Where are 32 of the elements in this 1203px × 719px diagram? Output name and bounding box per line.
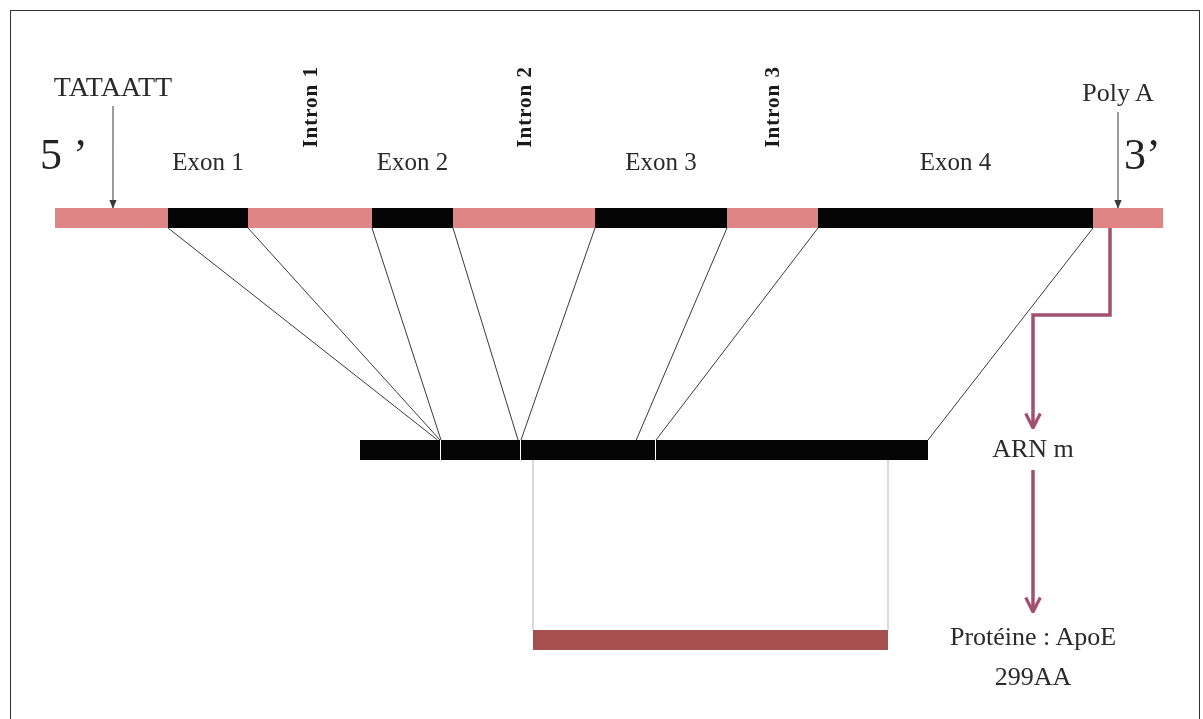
connector-line	[887, 459, 889, 631]
mrna-segment	[656, 440, 928, 460]
protein-bar	[533, 630, 888, 650]
mrna-label: ARN m	[973, 428, 1093, 470]
strand-end-label: 3’	[1124, 133, 1161, 177]
connector-line	[452, 227, 519, 441]
connector-line	[927, 227, 1094, 441]
sequence-label: TATAATT	[38, 68, 188, 106]
protein-label: Protéine : ApoE 299AA	[913, 612, 1153, 702]
arrow	[1024, 228, 1112, 430]
connector-line	[532, 459, 534, 631]
utr-bar	[1093, 208, 1163, 228]
strand-end-label: 5 ’	[40, 133, 88, 177]
mrna-segment	[521, 440, 655, 460]
arrow	[1114, 111, 1122, 209]
site-label: Poly A	[1063, 74, 1173, 112]
intron-label: Intron 2	[511, 66, 537, 148]
intron-label: Intron 1	[297, 66, 323, 148]
arrow	[109, 105, 117, 209]
connector-line	[167, 227, 439, 441]
utr-bar	[55, 208, 168, 228]
exon-label: Exon 2	[376, 148, 449, 176]
connector-line	[655, 227, 819, 441]
arrow	[1024, 470, 1042, 614]
exon-label: Exon 3	[625, 148, 697, 176]
exon-label: Exon 4	[919, 148, 992, 176]
connector-line	[520, 227, 596, 441]
intron-label: Intron 3	[760, 66, 785, 148]
connector-line	[247, 227, 441, 441]
mrna-segment	[441, 440, 520, 460]
mrna-segment	[360, 440, 440, 460]
exon-label: Exon 1	[172, 148, 244, 176]
